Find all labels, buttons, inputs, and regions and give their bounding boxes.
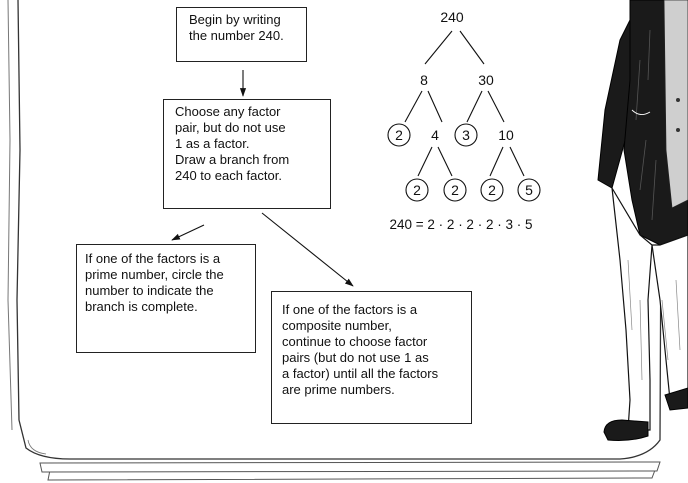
step-begin-box: Begin by writing the number 240. [176, 7, 307, 62]
arrow-choose-to-prime [171, 224, 205, 241]
prime-circles [387, 123, 541, 202]
step-text: Draw a branch from [175, 152, 290, 167]
tree-factor: 30 [478, 72, 494, 88]
person-icon [597, 0, 688, 441]
tree-root: 240 [440, 9, 464, 25]
step-text: If one of the factors is a [85, 251, 221, 266]
tree-factor-prime: 3 [462, 127, 470, 143]
step-text: If one of the factors is a [282, 302, 418, 317]
factorization-equation: 240 = 2 · 2 · 2 · 2 · 3 · 5 [390, 217, 533, 232]
tree-factor-prime: 2 [395, 127, 403, 143]
step-composite-box: If one of the factors is a composite num… [271, 291, 472, 424]
step-text: 240 to each factor. [175, 168, 282, 183]
tree-branches [404, 30, 525, 177]
step-text: a factor) until all the factors [282, 366, 439, 381]
tree-factor-prime: 2 [451, 182, 459, 198]
step-text: pairs (but do not use 1 as [282, 350, 429, 365]
step-text: branch is complete. [85, 299, 198, 314]
step-text: Choose any factor [175, 104, 281, 119]
arrow-choose-to-composite [261, 212, 354, 287]
step-text: prime number, circle the [85, 267, 224, 282]
step-text: are prime numbers. [282, 382, 395, 397]
step-prime-box: If one of the factors is a prime number,… [76, 244, 256, 353]
step-text: the number 240. [189, 28, 284, 43]
step-text: pair, but do not use [175, 120, 286, 135]
step-text: 1 as a factor. [175, 136, 250, 151]
step-text: composite number, [282, 318, 392, 333]
step-text: continue to choose factor [282, 334, 428, 349]
step-text: number to indicate the [85, 283, 214, 298]
tree-factor: 8 [420, 72, 428, 88]
step-choose-factors-box: Choose any factor pair, but do not use 1… [163, 99, 331, 209]
tree-factor-prime: 2 [413, 182, 421, 198]
tree-factor: 10 [498, 127, 514, 143]
step-text: Begin by writing [189, 12, 281, 27]
tree-factor: 4 [431, 127, 439, 143]
tree-factor-prime: 2 [488, 182, 496, 198]
tree-factor-prime: 5 [525, 182, 533, 198]
